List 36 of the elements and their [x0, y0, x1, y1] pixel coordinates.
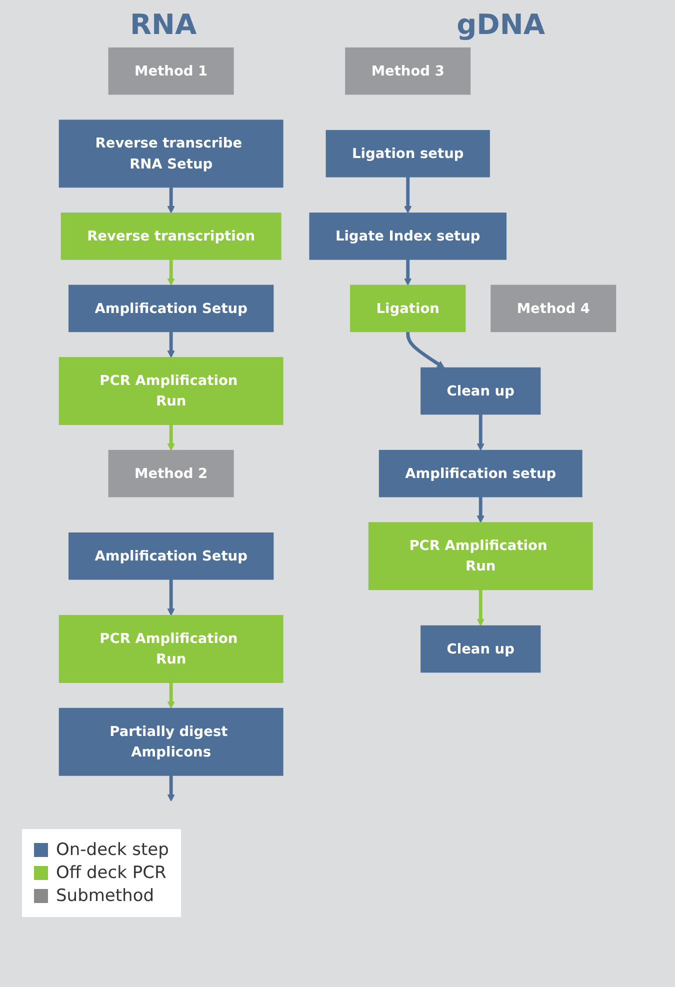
arrow: [476, 496, 484, 523]
arrow: [406, 332, 445, 368]
arrow: [476, 414, 484, 451]
node-box: Clean up: [420, 625, 541, 673]
arrow: [476, 590, 484, 626]
arrow: [167, 775, 175, 802]
node-box: Clean up: [420, 367, 541, 415]
column-heading: RNA: [130, 8, 197, 41]
node-box: Amplification setup: [378, 450, 582, 498]
arrow: [167, 682, 175, 709]
node-box: Method 3: [345, 47, 471, 95]
node-box: PCR Amplification Run: [368, 522, 593, 590]
legend-label: Submethod: [56, 886, 154, 906]
node-box: Reverse transcribe RNA Setup: [58, 120, 284, 188]
arrow: [404, 259, 412, 286]
column-heading: gDNA: [456, 8, 546, 41]
node-box: Reverse transcription: [60, 212, 282, 260]
arrow: [167, 424, 175, 451]
node-box: Amplification Setup: [68, 284, 274, 332]
legend-label: On-deck step: [56, 840, 169, 860]
node-box: Ligate Index setup: [309, 212, 506, 260]
node-box: Method 1: [108, 47, 234, 95]
arrow: [404, 176, 412, 214]
arrow: [167, 579, 175, 616]
node-box: PCR Amplification Run: [58, 615, 284, 683]
arrow: [167, 259, 175, 286]
node-box: Method 4: [490, 284, 616, 332]
node-box: Amplification Setup: [68, 532, 274, 580]
legend-label: Off deck PCR: [56, 863, 166, 883]
node-box: PCR Amplification Run: [58, 357, 284, 425]
arrow: [167, 332, 175, 358]
arrow: [167, 187, 175, 214]
node-box: Ligation: [350, 284, 466, 332]
node-box: Ligation setup: [326, 130, 490, 178]
node-box: Partially digest Amplicons: [58, 708, 284, 776]
node-box: Method 2: [108, 450, 234, 498]
